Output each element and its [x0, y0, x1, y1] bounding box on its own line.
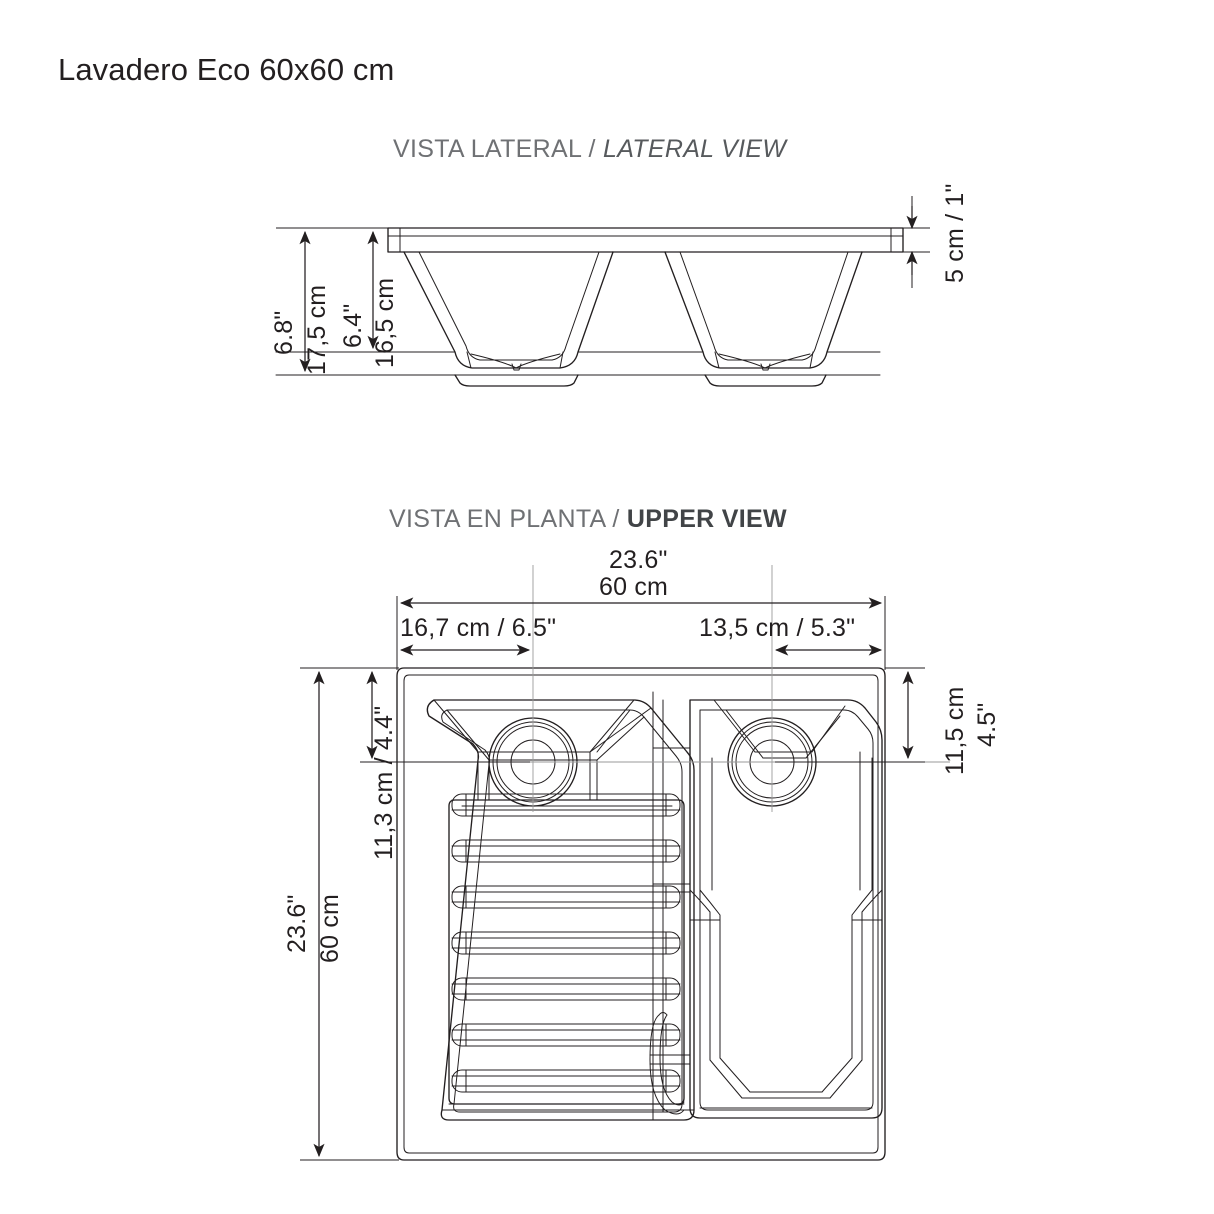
washboard-rib [451, 977, 681, 1001]
dim-label-total-height-cm: 17,5 cm [303, 284, 331, 375]
upper-view-heading: VISTA EN PLANTA / UPPER VIEW [389, 505, 787, 534]
lateral-heading-es: VISTA LATERAL [393, 135, 582, 163]
dim-label-bowl-depth-cm: 16,5 cm [371, 277, 399, 368]
plan-right-bowl [652, 691, 883, 1121]
lateral-heading-en: LATERAL VIEW [602, 135, 787, 163]
dim-label-plan-height-in: 23.6" [283, 894, 311, 953]
washboard-rib [451, 793, 681, 817]
dim-label-right-drain-offset-cm: 11,5 cm [941, 686, 969, 775]
dim-label-left-drain-offset: 11,3 cm / 4.4" [370, 705, 398, 860]
washboard-rib [451, 1069, 681, 1093]
dim-label-plan-height-cm: 60 cm [316, 893, 344, 963]
lateral-right-bowl [664, 251, 863, 387]
upper-dimension-lines [300, 596, 925, 1161]
dim-label-left-bowl-width: 16,7 cm / 6.5" [400, 614, 557, 642]
upper-heading-separator: / [612, 505, 620, 533]
washboard-rib [451, 885, 681, 909]
upper-view-geometry [360, 565, 950, 1161]
dim-label-plan-width-cm: 60 cm [599, 573, 669, 601]
dim-label-right-drain-offset-in: 4.5" [973, 702, 1001, 747]
washboard-rib [451, 1023, 681, 1047]
dim-label-total-height-in: 6.8" [270, 310, 298, 355]
plan-outer-inner-line [403, 674, 879, 1154]
lateral-rim [387, 227, 904, 253]
plan-left-bowl [426, 699, 695, 1121]
lateral-heading-separator: / [588, 135, 596, 163]
lateral-view-heading: VISTA LATERAL / LATERAL VIEW [393, 135, 786, 164]
plan-overflow-loop [649, 1012, 691, 1115]
page-title: Lavadero Eco 60x60 cm [58, 52, 395, 87]
dim-label-bowl-depth-in: 6.4" [339, 303, 367, 348]
washboard-rib [451, 839, 681, 863]
washboard-rib [451, 931, 681, 955]
dim-label-right-bowl-width: 13,5 cm / 5.3" [699, 614, 856, 642]
lateral-dimension-lines [276, 196, 930, 376]
dim-label-rim-thickness: 5 cm / 1" [941, 183, 969, 283]
washboard-ribs [451, 793, 681, 1093]
plan-right-bowl-outline [689, 699, 883, 1119]
dim-label-plan-width-in: 23.6" [609, 546, 668, 574]
lateral-view-geometry [275, 227, 904, 387]
upper-heading-en: UPPER VIEW [626, 505, 787, 533]
lateral-left-bowl [403, 251, 614, 387]
plan-outer-outline [396, 667, 886, 1161]
upper-heading-es: VISTA EN PLANTA [389, 505, 606, 533]
